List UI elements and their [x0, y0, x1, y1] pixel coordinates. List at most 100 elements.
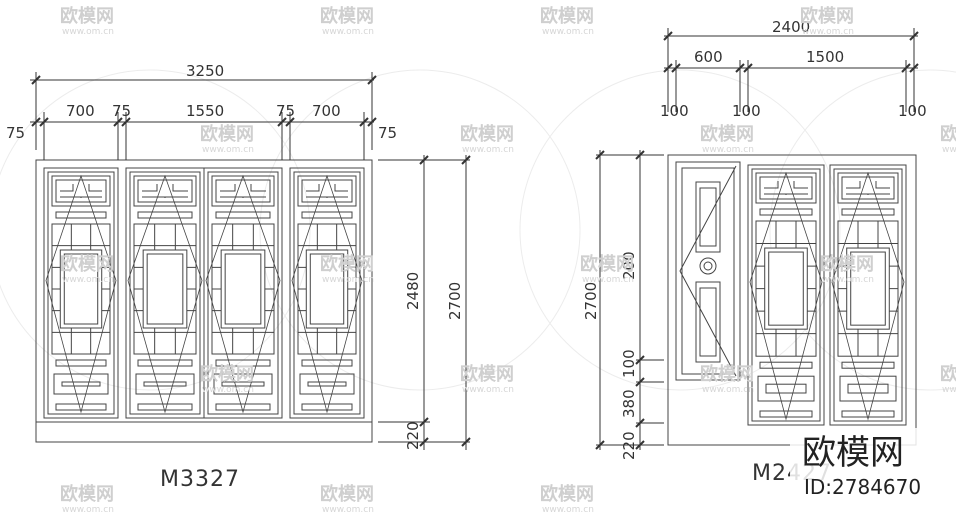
center-opening-inner — [768, 251, 804, 326]
lattice-inner — [55, 179, 107, 203]
door-leaf — [747, 164, 825, 426]
dim-h-100: 100 — [620, 349, 638, 378]
watermark-logo: 欧模网 — [940, 123, 956, 145]
leaf-frame — [747, 164, 825, 426]
center-opening-inner — [224, 253, 262, 325]
watermark-url: www.om.cn — [582, 275, 634, 285]
upper-slot-inner — [699, 187, 717, 247]
dim-75-b: 75 — [276, 102, 295, 120]
fretwork-pattern — [764, 181, 808, 195]
brand-id: ID:2784670 — [804, 475, 921, 499]
leaf-frame — [675, 161, 741, 381]
watermark-url: www.om.cn — [702, 385, 754, 395]
door-elevation-m2427 — [667, 154, 917, 446]
leaf-inner-frame — [129, 171, 201, 415]
lower-panel — [53, 373, 109, 395]
bottom-rail — [759, 410, 813, 418]
fretwork-pattern — [142, 184, 188, 198]
swing-indicator — [831, 171, 905, 421]
dim-75-a: 75 — [112, 102, 131, 120]
dim-base: 220 — [404, 421, 422, 450]
watermark-logo: 欧模网 — [580, 253, 634, 275]
watermark-url: www.om.cn — [462, 385, 514, 395]
brand-backdrop — [790, 428, 950, 498]
fretwork-pattern — [846, 181, 890, 195]
dim-700-b: 700 — [312, 102, 341, 120]
watermark-text-layer: 欧模网www.om.cn欧模网www.om.cn欧模网www.om.cn欧模网w… — [60, 5, 956, 515]
lower-panel — [299, 373, 355, 395]
door-knob — [699, 257, 717, 275]
rail — [759, 208, 813, 216]
leaf-inner-frame — [833, 168, 903, 422]
watermark-url: www.om.cn — [62, 505, 114, 515]
watermark-url: www.om.cn — [942, 385, 956, 395]
dim-600: 600 — [694, 48, 723, 66]
watermark-url: www.om.cn — [62, 27, 114, 37]
watermark-logo: 欧模网 — [60, 5, 114, 27]
swing-indicator — [45, 174, 117, 414]
rail — [215, 359, 271, 367]
fretwork-pattern — [60, 184, 102, 198]
watermark-url: www.om.cn — [62, 275, 114, 285]
swing-indicator — [749, 171, 823, 421]
watermark-url: www.om.cn — [462, 145, 514, 155]
lower-panel-inner — [847, 383, 889, 394]
watermark-logo: 欧模网 — [700, 123, 754, 145]
leaf-frame — [289, 167, 365, 419]
rail — [137, 359, 193, 367]
watermark-layer — [0, 69, 956, 391]
door-knob-inner — [703, 261, 713, 271]
upper-slot — [695, 181, 721, 253]
watermark-url: www.om.cn — [802, 27, 854, 37]
rail — [137, 211, 193, 219]
dim-total-width-r: 2400 — [772, 18, 810, 36]
door-leaf — [43, 167, 119, 419]
dim-700-a: 700 — [66, 102, 95, 120]
watermark-url: www.om.cn — [942, 145, 956, 155]
lower-panel — [839, 375, 897, 402]
lower-panel-inner — [307, 381, 347, 387]
watermark-logo: 欧模网 — [700, 363, 754, 385]
door-label-m3327: M3327 — [160, 467, 240, 492]
lower-panel-inner — [61, 381, 101, 387]
watermark-logo: 欧模网 — [60, 483, 114, 505]
watermark-url: www.om.cn — [322, 505, 374, 515]
leaf-inner-frame — [293, 171, 361, 415]
dim-total-width: 3250 — [186, 62, 224, 80]
swing-indicator — [127, 174, 203, 414]
dim-height-inner: 2480 — [404, 272, 422, 310]
watermark-logo: 欧模网 — [320, 5, 374, 27]
rail — [55, 211, 107, 219]
rail — [55, 359, 107, 367]
center-opening-inner — [309, 253, 345, 325]
watermark-url: www.om.cn — [542, 505, 594, 515]
door-leaf — [203, 167, 283, 419]
dim-height-total: 2700 — [446, 282, 464, 320]
swing-indicator — [291, 174, 363, 414]
lower-slot — [695, 281, 721, 363]
rail — [759, 361, 813, 369]
bottom-rail — [841, 410, 895, 418]
lattice-inner — [137, 179, 193, 203]
leaf-frame — [203, 167, 283, 419]
lower-slot-inner — [699, 287, 717, 357]
bottom-rail — [301, 403, 353, 411]
watermark-logo: 欧模网 — [540, 483, 594, 505]
watermark-logo: 欧模网 — [800, 5, 854, 27]
leaf-inner-frame — [207, 171, 279, 415]
bottom-rail — [137, 403, 193, 411]
lattice-inner — [301, 179, 353, 203]
watermark-logo: 欧模网 — [200, 363, 254, 385]
rail — [215, 211, 271, 219]
center-opening-inner — [146, 253, 184, 325]
lower-panel — [757, 375, 815, 402]
fretwork-pattern — [306, 184, 348, 198]
lower-panel — [135, 373, 195, 395]
leaf-inner-frame — [751, 168, 821, 422]
lower-panel-inner — [221, 381, 265, 387]
watermark-url: www.om.cn — [202, 385, 254, 395]
bottom-rail — [215, 403, 271, 411]
watermark-logo: 欧模网 — [460, 363, 514, 385]
